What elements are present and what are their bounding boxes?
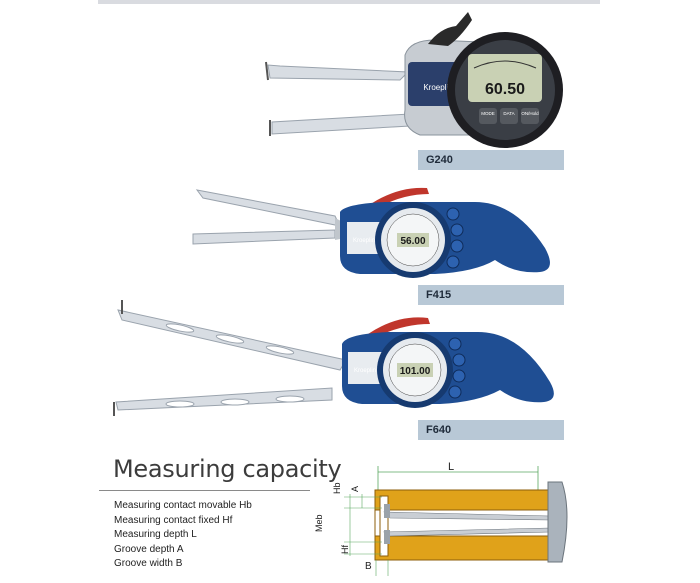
capacity-item-hf: Measuring contact fixed Hf bbox=[114, 514, 233, 526]
g240-brand-text: Kroeplin bbox=[423, 83, 452, 92]
f640-label-bar: F640 bbox=[418, 420, 564, 440]
g240-label-bar: G240 bbox=[418, 150, 564, 170]
g240-onhold-label: ON/Hold bbox=[521, 111, 539, 116]
capacity-item-hb: Measuring contact movable Hb bbox=[114, 500, 252, 511]
g240-mode-button[interactable] bbox=[479, 108, 497, 124]
g240-gauge-image: Kroeplin 60.50 MODE DATA ON/Hold bbox=[265, 12, 563, 148]
capacity-underline bbox=[99, 490, 310, 491]
diagram-label-meb: Meb bbox=[314, 514, 324, 532]
f415-button-1[interactable] bbox=[446, 207, 460, 221]
diagram-label-l: L bbox=[448, 461, 454, 473]
f640-button-1[interactable] bbox=[448, 337, 462, 351]
g240-mode-label: MODE bbox=[481, 111, 495, 116]
diagram-label-hf: Hf bbox=[340, 545, 350, 554]
g240-data-button[interactable] bbox=[500, 108, 518, 124]
g240-onhold-button[interactable] bbox=[521, 108, 539, 124]
capacity-title: Measuring capacity bbox=[113, 455, 342, 483]
capacity-item-l: Measuring depth L bbox=[114, 529, 197, 540]
diagram-label-b: B bbox=[365, 561, 372, 572]
f415-brand-text: Kroeplin bbox=[353, 238, 375, 244]
capacity-item-a: Groove depth A bbox=[114, 543, 184, 555]
f415-display-value: 56.00 bbox=[400, 236, 425, 247]
f415-label-bar: F415 bbox=[418, 285, 564, 305]
capacity-item-b: Groove width B bbox=[114, 558, 183, 569]
f640-button-4[interactable] bbox=[448, 385, 462, 399]
capacity-list: Measuring contact movable Hb Measuring c… bbox=[114, 499, 252, 572]
f415-button-2[interactable] bbox=[450, 223, 464, 237]
f640-button-3[interactable] bbox=[452, 369, 466, 383]
f415-gauge-image: Kroeplin 56.00 bbox=[192, 187, 550, 278]
f415-button-4[interactable] bbox=[446, 255, 460, 269]
f640-button-2[interactable] bbox=[452, 353, 466, 367]
g240-data-label: DATA bbox=[503, 111, 514, 116]
g240-display-value: 60.50 bbox=[485, 81, 525, 98]
diagram-label-hb: Hb bbox=[332, 482, 342, 494]
f640-gauge-image: Kroeplin 101.00 bbox=[113, 300, 554, 416]
f415-button-3[interactable] bbox=[450, 239, 464, 253]
f640-display-value: 101.00 bbox=[400, 366, 431, 377]
capacity-diagram: L Hb A Meb Hf B bbox=[314, 461, 568, 576]
diagram-label-a: A bbox=[350, 486, 360, 492]
top-divider bbox=[98, 0, 600, 4]
f640-brand-text: Kroeplin bbox=[354, 368, 376, 374]
